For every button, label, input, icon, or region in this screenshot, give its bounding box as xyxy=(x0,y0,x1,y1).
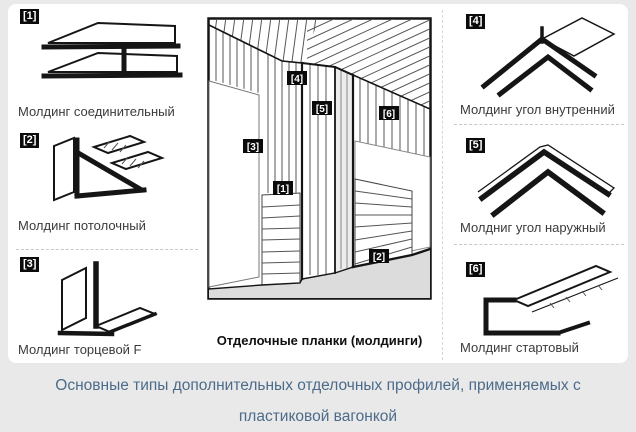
inner-corner-profile-icon xyxy=(480,17,616,98)
h-connector-profile-icon xyxy=(41,21,183,79)
item-label: Молдинг стартовый xyxy=(460,340,579,355)
item-marker-badge: [6] xyxy=(466,262,486,277)
wall-planks-near-corner xyxy=(267,51,297,193)
f-end-profile-icon xyxy=(57,261,158,337)
figure-marker-6: [6] xyxy=(379,106,399,120)
item-label: Молдинг соединительный xyxy=(18,104,175,119)
svg-text:[5]: [5] xyxy=(316,104,328,115)
svg-text:[3]: [3] xyxy=(247,142,259,153)
item-label: Молдинг потолочный xyxy=(18,218,146,233)
footer-caption-line2: пластиковой вагонкой xyxy=(238,408,398,425)
floor xyxy=(209,249,430,298)
item-marker-badge: [2] xyxy=(20,133,40,148)
diagram-panel: [1] Молдинг соединительный [2] Молдинг п… xyxy=(8,4,628,363)
left-wall-planks xyxy=(215,25,259,93)
figure-marker-4: [4] xyxy=(287,71,307,85)
corner-column-side xyxy=(335,67,353,273)
footer-caption: Основные типы дополнительных отделочных … xyxy=(0,363,636,432)
start-profile-icon xyxy=(483,264,619,336)
figure-marker-1: [1] xyxy=(273,181,293,195)
ceiling-profile-icon xyxy=(53,134,165,202)
item-marker-badge: [4] xyxy=(466,14,486,29)
figure-caption: Отделочные планки (молдинги) xyxy=(216,333,423,348)
figure-marker-2: [2] xyxy=(369,249,389,263)
divider xyxy=(442,10,443,360)
room-corner-figure: [4] [5] [6] [3] [1] [2] xyxy=(207,17,432,300)
item-label: Молдинг торцевой F xyxy=(18,342,142,357)
svg-text:[6]: [6] xyxy=(383,109,395,120)
item-label: Молдинг угол внутренний xyxy=(460,102,615,117)
item-marker-badge: [1] xyxy=(20,9,40,24)
figure-marker-5: [5] xyxy=(312,101,332,115)
item-label: Молдниг угол наружный xyxy=(460,220,606,235)
svg-text:[1]: [1] xyxy=(277,184,289,195)
divider xyxy=(16,249,198,250)
wainscot-left xyxy=(261,192,301,286)
svg-text:[2]: [2] xyxy=(373,252,385,263)
outer-corner-profile-icon xyxy=(477,144,616,218)
figure-marker-3: [3] xyxy=(243,139,263,153)
divider xyxy=(454,244,624,245)
item-marker-badge: [3] xyxy=(20,257,40,272)
item-marker-badge: [5] xyxy=(466,138,486,153)
footer-caption-line1: Основные типы дополнительных отделочных … xyxy=(55,377,581,394)
svg-text:[4]: [4] xyxy=(291,74,303,85)
divider xyxy=(454,124,624,125)
door-opening xyxy=(208,80,260,288)
